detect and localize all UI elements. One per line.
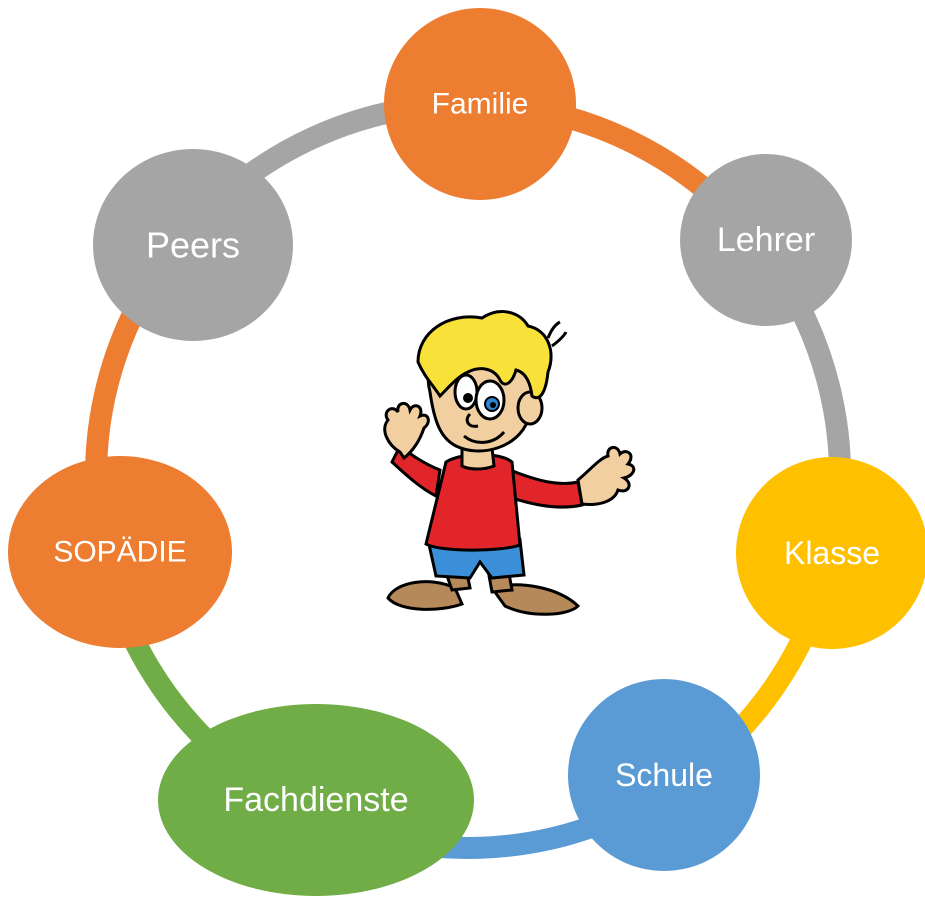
node-schule-circle bbox=[568, 679, 760, 871]
node-lehrer-label: Lehrer bbox=[717, 221, 815, 259]
node-schule-label: Schule bbox=[615, 757, 713, 793]
right-hand bbox=[576, 446, 636, 506]
node-familie-label: Familie bbox=[432, 88, 529, 121]
node-peers: Peers bbox=[93, 149, 293, 341]
hair-tuft bbox=[546, 320, 568, 348]
hair bbox=[416, 310, 553, 400]
node-sopaedie-label: SOPÄDIE bbox=[53, 536, 186, 569]
right-shoe bbox=[489, 583, 581, 616]
node-schule: Schule bbox=[568, 679, 760, 871]
left-pupil bbox=[463, 393, 473, 403]
left-shoe bbox=[386, 580, 465, 611]
node-familie-circle bbox=[384, 8, 576, 200]
node-lehrer-circle bbox=[680, 154, 852, 326]
mouth bbox=[463, 430, 506, 444]
node-familie: Familie bbox=[384, 8, 576, 200]
node-fachdienste-circle bbox=[158, 704, 474, 896]
node-klasse: Klasse bbox=[736, 457, 925, 649]
node-sopaedie: SOPÄDIE bbox=[8, 456, 232, 648]
node-fachdienste-label: Fachdienste bbox=[223, 781, 408, 819]
cartoon-boy-illustration bbox=[383, 310, 636, 616]
left-eye bbox=[453, 373, 479, 411]
node-sopaedie-circle bbox=[8, 456, 232, 648]
node-peers-circle bbox=[93, 149, 293, 341]
node-fachdienste: Fachdienste bbox=[158, 704, 474, 896]
node-klasse-circle bbox=[736, 457, 925, 649]
node-klasse-label: Klasse bbox=[784, 535, 880, 571]
right-arm bbox=[504, 467, 584, 509]
nose bbox=[465, 412, 479, 428]
left-hand bbox=[383, 402, 430, 461]
node-lehrer: Lehrer bbox=[680, 154, 852, 326]
right-pupil-dot bbox=[490, 402, 496, 408]
node-peers-label: Peers bbox=[146, 225, 240, 266]
